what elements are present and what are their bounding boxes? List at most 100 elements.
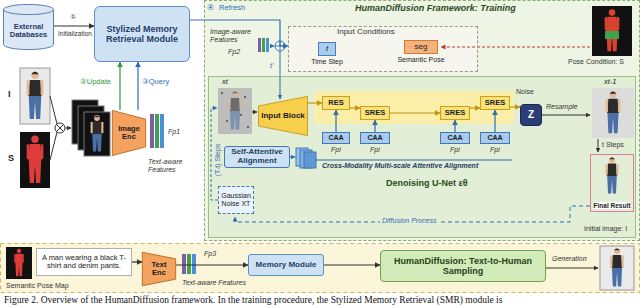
person-figure (610, 248, 623, 286)
connector-arrow (470, 107, 480, 108)
input-conditions-box: Input ConditionstTime StepsegSemantic Po… (288, 26, 478, 72)
database-cylinder-outline (4, 4, 54, 49)
annotation-label: Pose Condition: S (568, 58, 624, 66)
feature-bar (150, 114, 154, 148)
node-text: seg (415, 43, 428, 52)
node-text: CAA (487, 134, 502, 142)
annotation-label: Fp2 (228, 48, 240, 56)
annotation-label: ① (70, 13, 76, 21)
feature-line (316, 160, 512, 161)
node-text: CAA (447, 134, 462, 142)
pose-line (441, 47, 590, 48)
sampling-band (1, 244, 640, 293)
annotation-label: S (8, 154, 14, 164)
resample-line (542, 115, 590, 116)
node-text: Input Conditions (337, 28, 395, 37)
sres-block: SRES (480, 96, 510, 110)
node-text: CAA (328, 134, 343, 142)
feature-stack (304, 152, 316, 168)
database-cylinder-outline (4, 10, 54, 15)
gaussian-noise-box: Gaussian Noise XT (218, 186, 254, 214)
annotation-label: Fpi (370, 146, 380, 154)
annotation-label: Diffusion Process (380, 217, 438, 225)
node-text: CAA (367, 134, 382, 142)
annotation-label: Fp1 (168, 128, 180, 136)
annotation-label: Text-aware Features (148, 158, 200, 173)
edge-label: Initialization (58, 30, 92, 37)
feature-bar (160, 114, 164, 148)
noisy-image (218, 88, 252, 134)
node-text: Gaussian Noise XT (221, 192, 251, 208)
feature-bar (192, 254, 196, 274)
input-image (20, 68, 50, 124)
node-text: Stylized Memory Retrieval Module (97, 24, 187, 44)
sres-block: SRES (360, 106, 390, 120)
connector-arrow (374, 120, 375, 132)
wire (50, 96, 57, 124)
connector-arrow (335, 110, 336, 132)
feature-bar (155, 114, 159, 148)
node-text: Input Block (261, 112, 305, 121)
connector-arrow (510, 106, 520, 107)
node-text: HumanDiffusion Framework: Training (355, 3, 516, 13)
node-text: Self-Attentive Alignment (227, 148, 287, 166)
caa-block: CAA (480, 132, 510, 144)
connector-arrow (454, 120, 455, 132)
annotation-label: t Steps (602, 141, 624, 149)
node-text: Z (528, 109, 534, 120)
noise-z-box: Z (520, 104, 542, 126)
annotation-label: I (8, 90, 11, 100)
annotation-label: t' (270, 62, 273, 70)
connector-arrow (119, 62, 120, 110)
wire (546, 268, 598, 269)
annotation-label: Cross-Modality Multi-scale Attentive Ali… (322, 162, 478, 170)
pose-image (6, 247, 32, 279)
text-prompt-box: A man wearing a black T-shirt and denim … (36, 248, 132, 276)
connector-arrow (324, 264, 380, 265)
connector-arrow (350, 107, 360, 108)
caa-block: CAA (360, 132, 390, 144)
connector-arrow (494, 110, 495, 132)
res-block: RES (322, 96, 350, 110)
node-text: RES (328, 99, 343, 107)
annotation-label: Fpi (490, 146, 500, 154)
wire (270, 46, 274, 47)
denoised-image (592, 88, 634, 138)
memory-retrieval-module: Stylized Memory Retrieval Module (94, 6, 190, 62)
semantic-pose-box: segSemantic Pose (404, 40, 438, 54)
feature-bar (266, 38, 269, 52)
wire (65, 128, 71, 129)
node-caption: Semantic Pose (397, 56, 444, 64)
node-text: Memory Module (256, 261, 317, 270)
person-figure (91, 115, 104, 151)
annotation-label: xt-1 (604, 78, 617, 86)
annotation-label: Fpi (331, 146, 341, 154)
feature-bar (182, 254, 186, 274)
sres-block: SRES (440, 106, 470, 120)
node-caption: Time Step (311, 58, 343, 66)
annotation-label: Semantic Pose Map (6, 282, 69, 290)
connector-arrow (54, 25, 94, 26)
connector-arrow (176, 264, 248, 265)
feature-bar (187, 254, 191, 274)
panel-ground (208, 76, 636, 238)
annotation-label: xt (222, 78, 228, 86)
text-encoder-outline (142, 252, 175, 285)
image-encoder: Image Enc (112, 110, 146, 156)
person-figure (228, 91, 241, 129)
masked-image (84, 112, 110, 156)
node-text: SRES (365, 109, 385, 117)
panel-ground (204, 0, 640, 241)
pose-image (20, 132, 50, 188)
annotation-label: ④ (207, 4, 214, 13)
connector-arrow (137, 62, 138, 110)
annotation-label: Fp3 (204, 250, 216, 258)
annotation-label: Image-aware Features (210, 28, 256, 43)
node-text: Final Result (594, 202, 631, 209)
feature-bar (262, 38, 265, 52)
noise-dots (221, 92, 249, 128)
pose-silhouette (14, 249, 24, 276)
connector-arrow (132, 261, 142, 262)
annotation-label: Text-aware Features (182, 279, 246, 287)
